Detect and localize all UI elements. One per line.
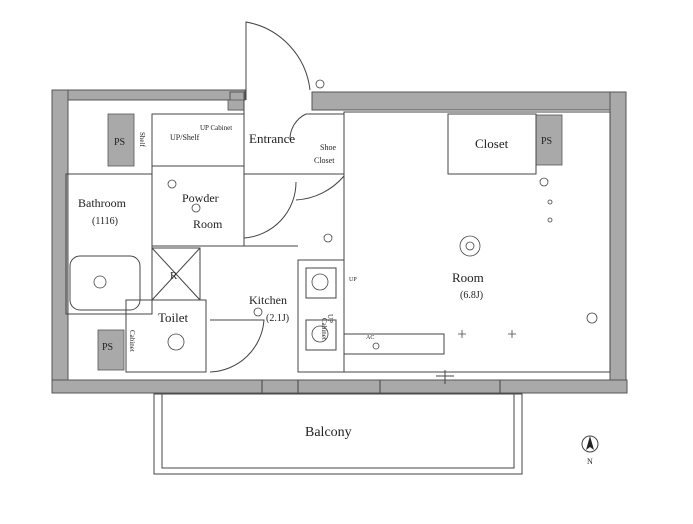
label-cabinet-toilet: Cabinet	[128, 330, 136, 352]
label-balcony: Balcony	[305, 425, 352, 440]
label-cabinet-kitchen: Cabinet	[320, 318, 328, 340]
label-ps-toilet: PS	[102, 342, 113, 353]
label-ps-right: PS	[541, 136, 552, 147]
outer-walls	[51, 89, 628, 394]
label-closet: Closet	[475, 136, 509, 151]
label-ps-left: PS	[114, 137, 125, 148]
label-shoe-closet-1: Shoe	[320, 143, 336, 152]
compass: N	[581, 435, 599, 466]
label-refrigerator: R	[170, 270, 178, 282]
room-lines	[65, 100, 611, 475]
label-toilet: Toilet	[158, 310, 189, 325]
label-powder-room-2: Room	[193, 217, 223, 231]
label-up-counter: UP	[349, 277, 357, 283]
label-kitchen: Kitchen	[249, 293, 287, 307]
door-swings	[209, 21, 454, 384]
label-up-shelf: UP/Shelf	[170, 133, 200, 142]
label-up-cabinet: UP Cabinet	[200, 124, 232, 132]
compass-north-label: N	[587, 457, 593, 466]
label-ac: AC	[366, 335, 374, 341]
label-kitchen-size: (2.1J)	[266, 313, 289, 324]
label-entrance: Entrance	[249, 131, 295, 146]
label-bathroom-size: (1116)	[92, 216, 118, 227]
label-shelf: Shelf	[138, 132, 146, 147]
label-bathroom: Bathroom	[78, 196, 127, 210]
interior-walls	[97, 99, 563, 371]
label-powder-room-1: Powder	[182, 191, 219, 205]
label-shoe-closet-2: Closet	[314, 156, 335, 165]
fixture-markers	[93, 79, 598, 351]
label-up-kitchen: UP	[326, 314, 334, 323]
label-room: Room	[452, 270, 484, 285]
label-room-size: (6.8J)	[460, 290, 483, 301]
